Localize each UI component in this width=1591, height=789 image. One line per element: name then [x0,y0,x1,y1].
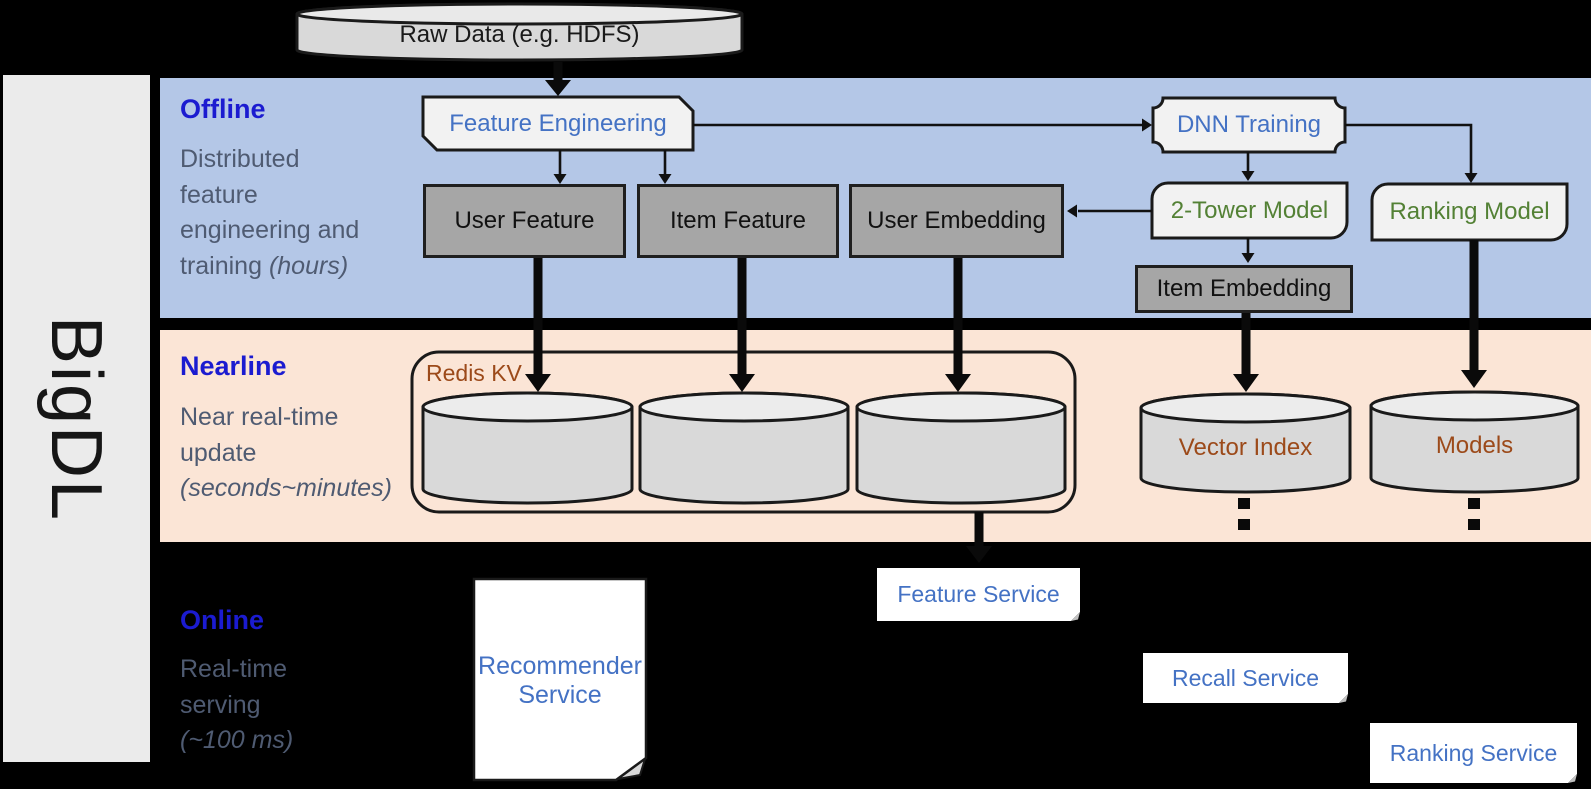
user-feature-node: User Feature [423,184,626,258]
ranking-service-label: Ranking Service [1389,739,1558,766]
vector-index-label: Vector Index [1178,434,1313,462]
online-title: Online [180,605,265,635]
two-tower-model-label: 2-Tower Model [1170,196,1329,224]
offline-title: Offline [180,94,266,124]
user-embedding-node: User Embedding [849,184,1064,258]
bigdl-sidebar: BigDL [3,75,150,762]
nearline-title: Nearline [180,351,287,381]
feature-engineering-label: Feature Engineering [449,109,667,137]
raw-data-label: Raw Data (e.g. HDFS) [399,21,640,49]
ranking-model-label: Ranking Model [1389,198,1550,226]
feature-service-label: Feature Service [897,581,1060,608]
models-label: Models [1435,432,1514,460]
redis-kv-label: Redis KV [426,359,522,386]
nearline-description: Near real-time update (seconds~minutes) [180,403,392,502]
bigdl-logo-text: BigDL [36,315,117,522]
recall-service-label: Recall Service [1172,664,1319,691]
online-description: Real-time serving (~100 ms) [180,655,294,754]
dnn-training-label: DNN Training [1176,111,1322,139]
item-embedding-node: Item Embedding [1135,265,1353,313]
item-feature-node: Item Feature [637,184,839,258]
offline-description: Distributed feature engineering and trai… [180,145,360,280]
recommender-service-label: Recommender Service [478,652,642,709]
